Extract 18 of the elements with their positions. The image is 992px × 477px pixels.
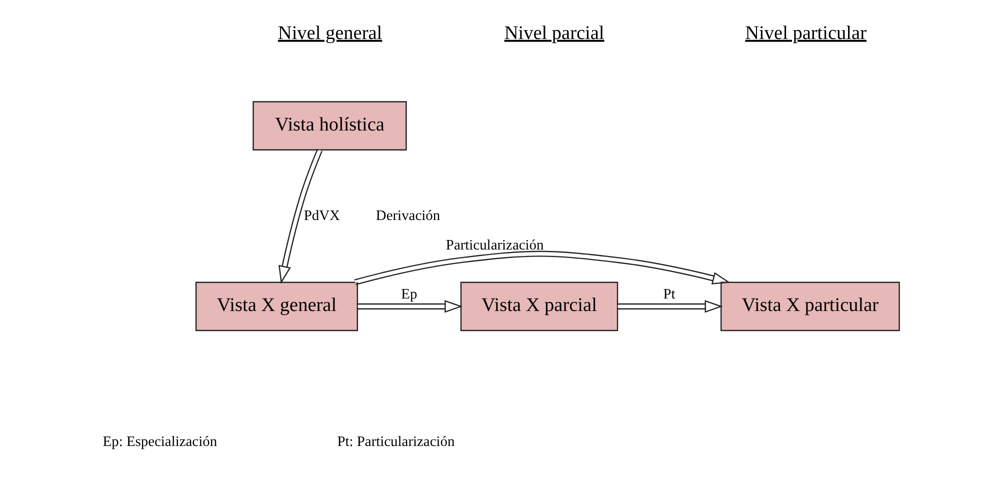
label: Nivel particular (744, 22, 866, 44)
node-box: Vista X particular (720, 281, 900, 331)
label: Derivación (375, 207, 440, 224)
edge-label: Pt (662, 286, 675, 302)
edge-label: Ep (400, 286, 417, 302)
arrow (278, 148, 322, 284)
arrow (354, 250, 730, 285)
edge-label: Particularización (445, 237, 544, 254)
label: Ep: Especialización (102, 434, 217, 450)
node-box: Vista X parcial (460, 281, 618, 331)
node-box: Vista X general (194, 281, 358, 331)
arrow (357, 300, 462, 312)
edge-label: PdVX (303, 207, 340, 224)
label: Nivel parcial (504, 22, 604, 44)
node-box: Vista holística (252, 100, 406, 150)
label: Pt: Particularización (336, 434, 454, 450)
label: Nivel general (277, 22, 382, 44)
arrow (617, 300, 722, 312)
